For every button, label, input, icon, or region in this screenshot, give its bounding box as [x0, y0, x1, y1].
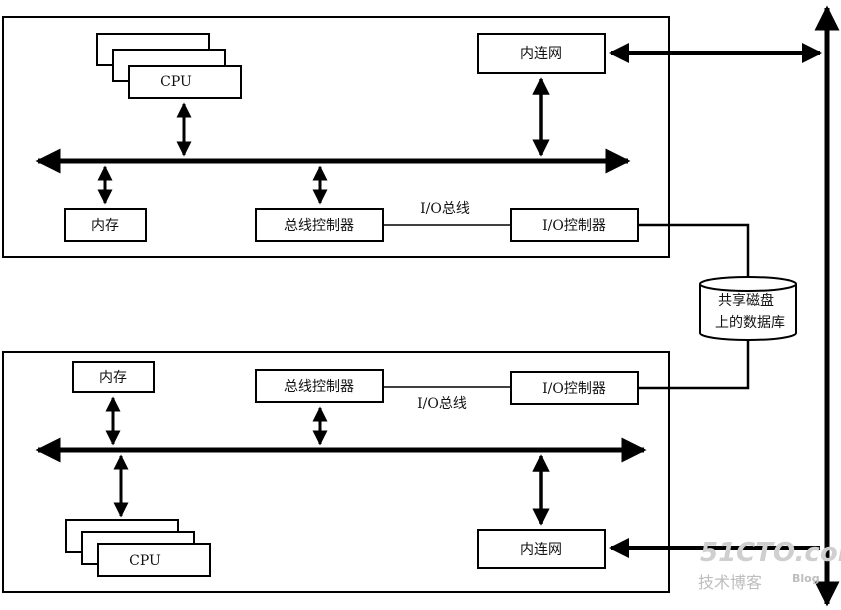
- node1-bus-controller-label: 总线控制器: [284, 218, 354, 234]
- node1-frame: [2, 16, 670, 258]
- node1-io-controller-box: [510, 208, 639, 242]
- node2-cpu-label: CPU: [129, 553, 161, 569]
- node2-interconnect-label: 内连网: [520, 542, 562, 558]
- node2-io-controller-label: I/O控制器: [542, 381, 606, 397]
- node2-io-bus-label: I/O总线: [417, 396, 467, 412]
- node1-cpu-label: CPU: [160, 74, 192, 90]
- node1-disk-cable: [638, 223, 750, 277]
- node1-io-bus-label: I/O总线: [420, 201, 470, 217]
- watermark-blog: Blog: [792, 572, 820, 585]
- shared-disk-line2: 上的数据库: [715, 315, 785, 331]
- node2-disk-cable: [638, 334, 750, 390]
- node1-io-controller-label: I/O控制器: [542, 218, 606, 234]
- node1-interconnect-box: [477, 33, 606, 74]
- watermark: 51CTO.com 技术博客 Blog: [698, 538, 841, 592]
- node1-bus-controller-box: [255, 208, 384, 242]
- node2-bus-controller-label: 总线控制器: [284, 379, 354, 395]
- node2-memory-box: [72, 361, 155, 393]
- shared-disk: 共享磁盘 上的数据库: [699, 276, 797, 341]
- node1-interconnect-label: 内连网: [520, 46, 562, 62]
- watermark-tagline: 技术博客: [698, 573, 762, 592]
- node1-memory-label: 内存: [91, 218, 119, 234]
- watermark-site: 51CTO.com: [700, 538, 841, 568]
- node2-cpu-stack: CPU: [65, 519, 211, 577]
- node2-memory-label: 内存: [99, 370, 127, 386]
- shared-disk-line1: 共享磁盘: [718, 292, 774, 309]
- node2-bus-controller-box: [255, 369, 384, 403]
- node1-cpu-stack: CPU: [96, 33, 242, 99]
- node2-interconnect-box: [477, 529, 606, 569]
- node2-frame: [2, 351, 670, 593]
- node1-memory-box: [64, 208, 147, 242]
